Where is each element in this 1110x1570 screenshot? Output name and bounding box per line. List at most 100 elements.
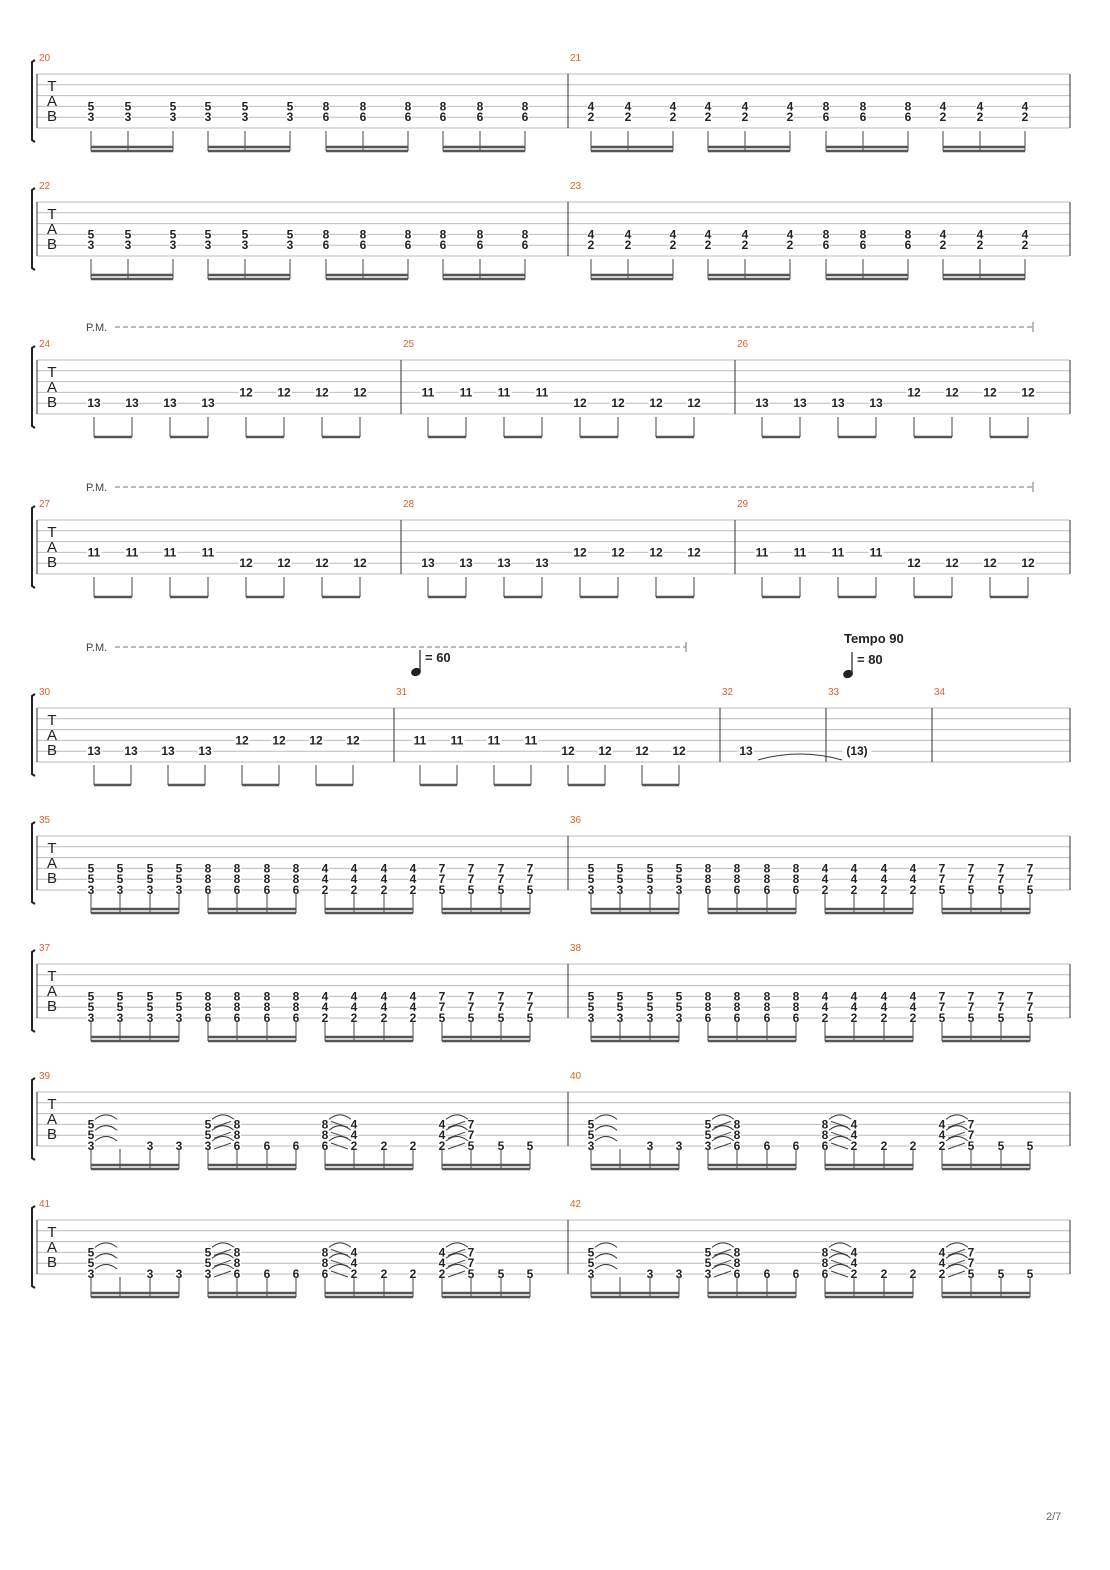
fret-bg bbox=[476, 112, 484, 123]
fret-bg bbox=[763, 874, 771, 885]
fret-number: 4 bbox=[625, 99, 632, 113]
fret-number: 5 bbox=[176, 872, 183, 886]
fret-number: 4 bbox=[705, 99, 712, 113]
fret-number: 12 bbox=[945, 556, 959, 570]
fret-bg bbox=[850, 991, 858, 1002]
fret-number: 4 bbox=[588, 227, 595, 241]
fret-bg bbox=[87, 1013, 95, 1023]
fret-bg bbox=[175, 874, 183, 885]
slide-line bbox=[830, 1270, 849, 1278]
fret-bg bbox=[646, 1269, 654, 1279]
fret-number: 7 bbox=[968, 1256, 975, 1270]
fret-number: 8 bbox=[234, 861, 241, 875]
fret-bg bbox=[169, 229, 177, 240]
fret-number: 12 bbox=[573, 396, 587, 410]
fret-bg bbox=[476, 240, 484, 251]
fret-number: 4 bbox=[910, 861, 917, 875]
fret-number: 4 bbox=[851, 989, 858, 1003]
tab-clef-letter: T bbox=[47, 1224, 56, 1241]
fret-bg bbox=[467, 1013, 475, 1023]
fret-number: 5 bbox=[170, 227, 177, 241]
fret-number: 2 bbox=[381, 1267, 388, 1281]
fret-bg bbox=[526, 991, 534, 1002]
measure-number: 27 bbox=[39, 499, 51, 510]
fret-bg bbox=[909, 874, 917, 885]
fret-bg bbox=[822, 240, 830, 251]
fret-number: 8 bbox=[764, 989, 771, 1003]
tab-clef-letter: A bbox=[47, 539, 57, 556]
fret-bg bbox=[438, 1119, 446, 1130]
fret-number: 6 bbox=[522, 110, 529, 124]
fret-number: 5 bbox=[498, 1139, 505, 1153]
slur bbox=[594, 1114, 618, 1120]
fret-number: 5 bbox=[676, 872, 683, 886]
fret-number: 4 bbox=[939, 1128, 946, 1142]
fret-bg bbox=[880, 1013, 888, 1023]
fret-number: 2 bbox=[625, 110, 632, 124]
fret-number: 8 bbox=[234, 1117, 241, 1131]
fret-bg bbox=[321, 1130, 329, 1141]
fret-bg bbox=[997, 1013, 1005, 1023]
fret-bg bbox=[675, 1013, 683, 1023]
quarter-note-icon bbox=[411, 667, 421, 677]
slide-line bbox=[213, 1270, 232, 1278]
tab-clef-letter: B bbox=[47, 870, 57, 887]
fret-bg bbox=[646, 991, 654, 1002]
fret-number: 8 bbox=[793, 1000, 800, 1014]
fret-number: 7 bbox=[998, 989, 1005, 1003]
fret-bg bbox=[292, 885, 300, 895]
slur bbox=[945, 1264, 969, 1270]
fret-number: 7 bbox=[468, 1000, 475, 1014]
fret-bg bbox=[350, 1247, 358, 1258]
fret-bg bbox=[204, 991, 212, 1002]
fret-number: 3 bbox=[147, 1267, 154, 1281]
tempo-label: Tempo 90 bbox=[844, 631, 904, 646]
fret-bg bbox=[821, 1258, 829, 1269]
fret-bg bbox=[321, 1247, 329, 1258]
fret-bg bbox=[938, 1119, 946, 1130]
fret-number: 5 bbox=[117, 989, 124, 1003]
fret-number: 5 bbox=[705, 1256, 712, 1270]
fret-number: 3 bbox=[705, 1267, 712, 1281]
fret-bg bbox=[906, 558, 922, 569]
fret-bg bbox=[467, 863, 475, 874]
fret-number: 2 bbox=[851, 1267, 858, 1281]
fret-number: 4 bbox=[822, 872, 829, 886]
fret-bg bbox=[204, 240, 212, 251]
fret-bg bbox=[263, 991, 271, 1002]
fret-number: 12 bbox=[1021, 385, 1035, 399]
slur bbox=[211, 1125, 235, 1131]
fret-bg bbox=[146, 1002, 154, 1013]
fret-number: 8 bbox=[234, 1256, 241, 1270]
fret-number: 5 bbox=[88, 1000, 95, 1014]
fret-number: 8 bbox=[764, 861, 771, 875]
fret-number: 2 bbox=[705, 110, 712, 124]
fret-number: 8 bbox=[905, 99, 912, 113]
measure-number: 35 bbox=[39, 815, 51, 826]
fret-bg bbox=[521, 101, 529, 112]
fret-number: 3 bbox=[647, 1267, 654, 1281]
fret-number: 4 bbox=[822, 861, 829, 875]
slur bbox=[328, 1114, 352, 1120]
fret-bg bbox=[939, 229, 947, 240]
fret-bg bbox=[314, 558, 330, 569]
fret-number: 8 bbox=[793, 989, 800, 1003]
fret-bg bbox=[982, 558, 998, 569]
fret-bg bbox=[521, 229, 529, 240]
fret-bg bbox=[175, 885, 183, 895]
fret-number: 2 bbox=[410, 883, 417, 897]
fret-bg bbox=[587, 240, 595, 251]
fret-bg bbox=[850, 1247, 858, 1258]
tab-clef-letter: A bbox=[47, 983, 57, 1000]
slur bbox=[945, 1242, 969, 1248]
fret-bg bbox=[821, 863, 829, 874]
fret-number: 5 bbox=[647, 989, 654, 1003]
fret-bg bbox=[938, 863, 946, 874]
fret-bg bbox=[610, 398, 626, 409]
fret-bg bbox=[704, 1130, 712, 1141]
fret-bg bbox=[404, 112, 412, 123]
fret-bg bbox=[467, 1141, 475, 1151]
fret-number: 6 bbox=[734, 1139, 741, 1153]
fret-bg bbox=[523, 735, 539, 746]
fret-number: 13 bbox=[535, 556, 549, 570]
